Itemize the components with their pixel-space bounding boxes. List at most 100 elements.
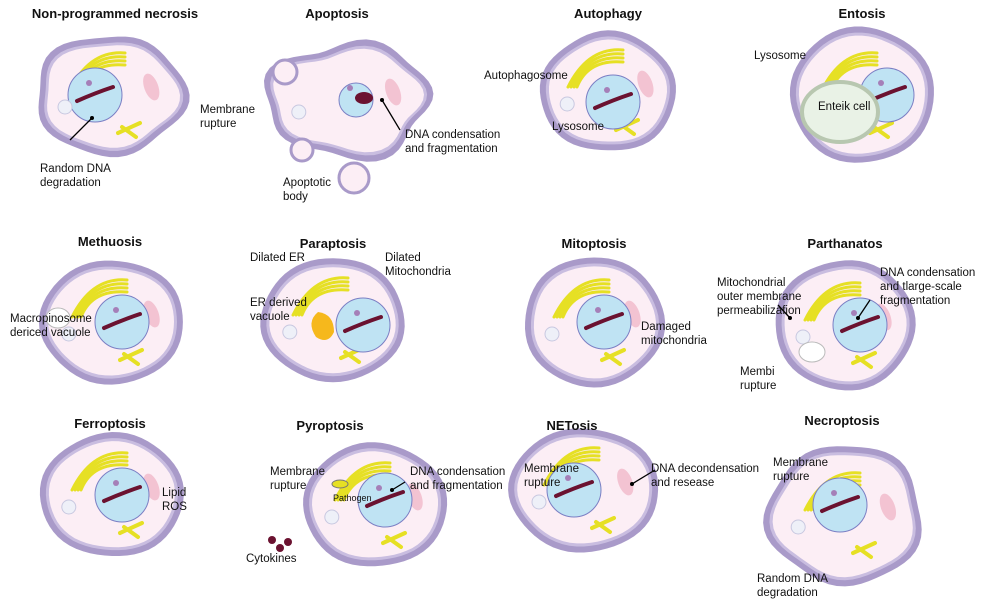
title-necroptosis: Necroptosis (804, 413, 880, 428)
nucleolus (831, 490, 837, 496)
title-parthanatos: Parthanatos (807, 236, 883, 251)
label-random-dna: Random DNA degradation (40, 163, 111, 189)
mitochondrion (637, 70, 654, 98)
label-membrane-rupture: Membrane rupture (270, 466, 325, 492)
label-membrane-rupture: Membrane rupture (524, 463, 579, 489)
golgi-apparatus (294, 280, 350, 317)
apoptotic-body (271, 58, 299, 86)
golgi-apparatus (572, 56, 625, 89)
label-membrane-rupture: Membrane rupture (200, 104, 255, 130)
golgi-apparatus (70, 451, 129, 492)
golgi-apparatus (300, 288, 350, 317)
apoptotic-body (337, 161, 371, 195)
golgi-apparatus (558, 286, 611, 319)
er-fragment (116, 121, 142, 139)
er-derived-vacuole (311, 312, 334, 341)
label-membrane-rupture: Membrane rupture (773, 457, 828, 483)
label-lipid-ros: Lipid ROS (162, 487, 187, 513)
mitochondrion (384, 78, 402, 106)
cell-9 (39, 432, 184, 556)
label-cytokines: Cytokines (246, 553, 297, 565)
cell-3 (539, 30, 676, 151)
nucleolus (113, 480, 119, 486)
vesicle (61, 499, 77, 515)
label-autophagosome: Autophagosome (484, 70, 568, 82)
arrow (631, 469, 656, 485)
label-dilated-mitochondria: Dilated Mitochondria (385, 252, 451, 278)
title-entosis: Entosis (838, 6, 886, 21)
title-mitoptosis: Mitoptosis (561, 236, 627, 251)
er-fragment (851, 541, 877, 559)
label-dna-condensation: DNA condensation and fragmentation (410, 466, 506, 492)
golgi-apparatus (339, 469, 392, 502)
nucleolus (851, 310, 857, 316)
dna-strand (75, 85, 115, 103)
label-random-dna: Random DNA degradation (757, 573, 828, 599)
nucleolus (354, 310, 360, 316)
dna-strand (593, 92, 633, 110)
golgi-apparatus (76, 459, 129, 492)
label-membrane-rupture: Membi rupture (740, 366, 777, 392)
cytokine (268, 536, 276, 544)
vesicle (795, 329, 811, 345)
vesicle (790, 519, 806, 535)
nucleolus (604, 87, 610, 93)
label-dna-decondensation: DNA decondensation and resease (651, 463, 760, 489)
nucleolus (113, 307, 119, 313)
cell-6 (260, 258, 405, 383)
cell-5 (38, 260, 183, 385)
er-fragment (118, 521, 144, 539)
cell-1 (38, 36, 190, 158)
title-netosis: NETosis (546, 418, 598, 433)
arrow (777, 304, 791, 319)
dna-strand (343, 315, 383, 333)
golgi-apparatus (336, 465, 392, 502)
er-fragment (381, 531, 407, 549)
entotic-cell (800, 80, 880, 144)
golgi-apparatus (561, 290, 611, 319)
dna-strand (820, 495, 860, 513)
vesicle (544, 326, 560, 342)
golgi-apparatus (333, 461, 392, 502)
er-fragment (600, 348, 626, 366)
title-necrosis: Non-programmed necrosis (31, 6, 199, 21)
arrow-head (390, 488, 394, 492)
golgi-apparatus (803, 281, 862, 322)
vesicle (531, 494, 547, 510)
golgi-apparatus (806, 285, 862, 322)
label-lysosome: Lysosome (552, 121, 604, 133)
nucleolus (565, 475, 571, 481)
cytokine (284, 538, 292, 546)
cell-10 (303, 442, 448, 567)
vesicle (61, 326, 77, 342)
er-fragment (118, 348, 144, 366)
label-pathogen: Pathogen (333, 493, 372, 503)
cell-12 (763, 446, 922, 587)
label-dilated-er: Dilated ER (250, 252, 305, 264)
arrow-head (90, 116, 94, 120)
label-lysosome: Lysosome (754, 50, 806, 62)
label-er-vacuole: ER derived vacuole (250, 297, 307, 323)
golgi-apparatus (291, 276, 350, 317)
cell-11 (508, 428, 659, 553)
golgi-apparatus (569, 52, 625, 89)
vesicle (282, 324, 298, 340)
label-dna-condensation: DNA condensation and fragmentation (405, 129, 501, 155)
nucleolus (878, 80, 884, 86)
er-fragment (868, 121, 894, 139)
golgi-apparatus (552, 278, 611, 319)
golgi-apparatus (297, 284, 350, 317)
macropinosome-vacuole (45, 307, 71, 329)
nucleolus (347, 85, 353, 91)
mitochondrion (879, 493, 897, 521)
arrow (381, 99, 401, 131)
dna-strand (365, 490, 405, 508)
golgi-apparatus (76, 286, 129, 319)
dna-strand (102, 485, 142, 503)
vesicle (324, 509, 340, 525)
golgi-apparatus (575, 60, 625, 89)
arrow-head (630, 482, 634, 486)
vesicle (57, 99, 73, 115)
golgi-apparatus (79, 463, 129, 492)
